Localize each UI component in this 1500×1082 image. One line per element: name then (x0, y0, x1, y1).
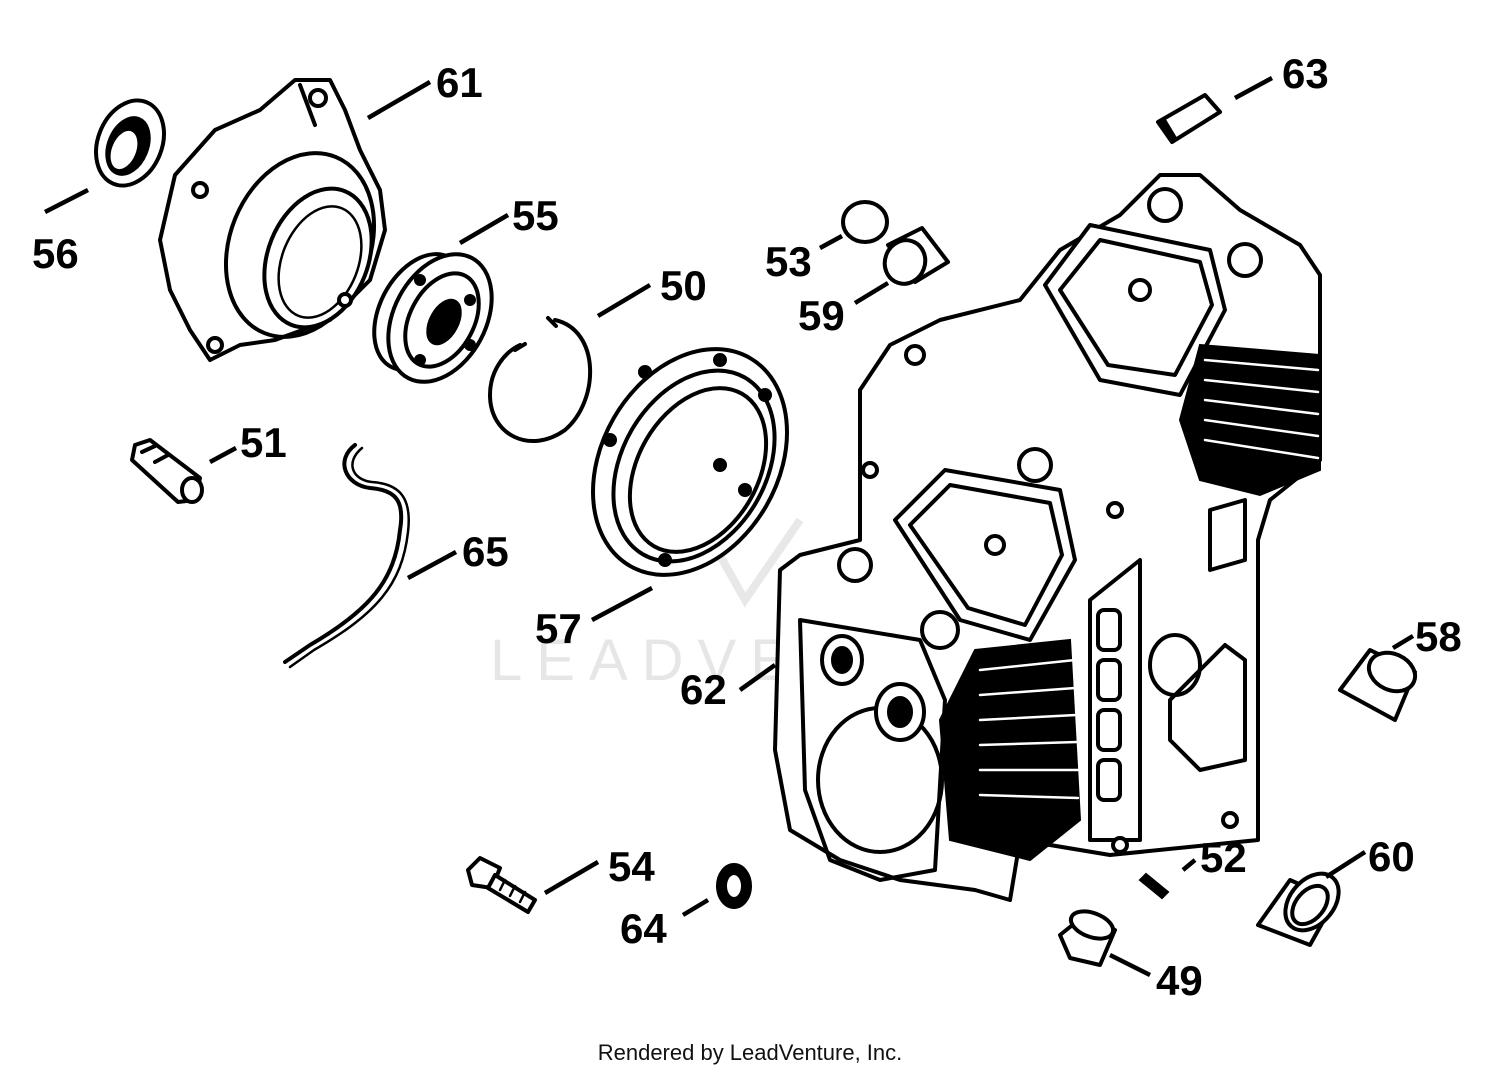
callout-62: 62 (680, 666, 727, 713)
leader-60 (1324, 850, 1367, 879)
part-53-plug[interactable] (841, 200, 889, 244)
part-62-crankcase[interactable] (773, 173, 1322, 902)
callout-60: 60 (1368, 833, 1415, 880)
callout-49: 49 (1156, 957, 1203, 1004)
leader-51 (208, 446, 238, 464)
part-50-retaining-ring[interactable] (488, 316, 593, 443)
callout-56: 56 (32, 230, 79, 277)
part-60-bushing[interactable] (1256, 863, 1349, 947)
part-54-screw[interactable] (466, 856, 537, 914)
callout-59: 59 (798, 292, 845, 339)
callout-57: 57 (535, 605, 582, 652)
part-49-bushing[interactable] (1058, 906, 1117, 967)
part-52-pin[interactable] (1138, 872, 1170, 900)
leader-61 (366, 80, 432, 120)
callout-53: 53 (765, 238, 812, 285)
part-55-ball-bearing[interactable] (356, 236, 513, 399)
part-65-tube[interactable] (283, 443, 410, 669)
callout-50: 50 (660, 262, 707, 309)
leader-57 (590, 586, 654, 622)
leader-49 (1108, 952, 1152, 978)
part-56-oil-seal[interactable] (84, 90, 176, 196)
callout-51: 51 (240, 419, 287, 466)
part-58-sleeve-bearing[interactable] (1338, 646, 1421, 722)
leader-65 (406, 550, 458, 580)
leader-54 (543, 860, 600, 895)
part-57-gasket[interactable] (554, 314, 826, 610)
callout-54: 54 (608, 843, 655, 890)
callout-58: 58 (1415, 613, 1462, 660)
leader-52 (1181, 858, 1197, 872)
leader-58 (1391, 634, 1415, 650)
callout-64: 64 (620, 905, 667, 952)
callout-52: 52 (1200, 834, 1247, 881)
leader-53 (818, 234, 844, 250)
leader-62 (738, 663, 777, 692)
part-61-closure-plate[interactable] (158, 78, 400, 362)
part-59-bushing[interactable] (879, 226, 950, 290)
leader-50 (596, 283, 652, 318)
render-credit: Rendered by LeadVenture, Inc. (597, 1040, 903, 1065)
part-51-fitting[interactable] (130, 438, 204, 504)
part-64-washer[interactable] (716, 863, 752, 909)
callout-61: 61 (436, 59, 483, 106)
leader-59 (853, 281, 890, 305)
leader-lines (43, 76, 1415, 978)
callout-55: 55 (512, 192, 559, 239)
part-63-pin[interactable] (1156, 93, 1222, 144)
callout-63: 63 (1282, 50, 1329, 97)
callout-labels: 61 63 56 55 53 50 59 51 65 57 58 62 54 5… (32, 50, 1462, 1004)
leader-55 (458, 213, 510, 245)
leader-63 (1233, 76, 1274, 100)
callout-65: 65 (462, 528, 509, 575)
leader-64 (681, 898, 710, 917)
leader-56 (43, 187, 90, 215)
